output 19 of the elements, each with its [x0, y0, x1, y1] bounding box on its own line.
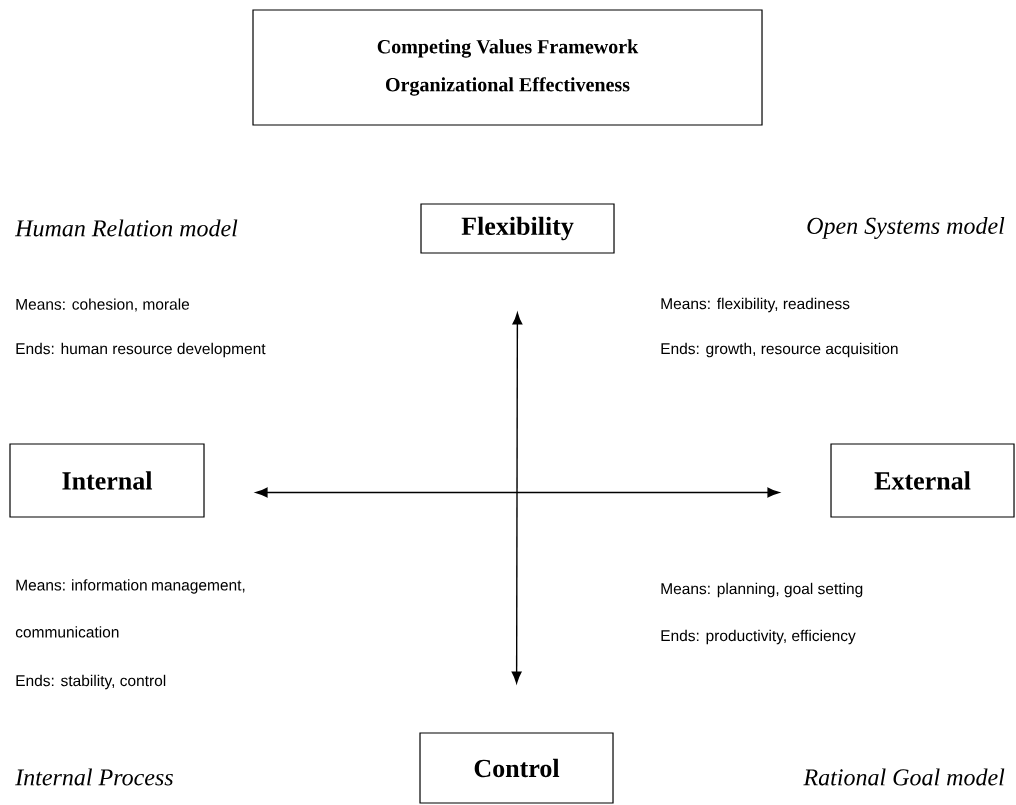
quadrant-text: Means: information management, communication: [15, 579, 245, 638]
model-label: Human Relation model: [14, 219, 238, 237]
axis-box: Control: [419, 732, 614, 804]
arrow: [255, 487, 780, 498]
arrow: [511, 312, 523, 684]
quadrant-text: Ends: productivity, efficiency: [661, 629, 856, 645]
quadrant-text: Ends: stability, control: [16, 674, 166, 690]
quadrant-text: Ends: growth, resource acquisition: [661, 342, 898, 358]
quadrant-text: Ends: human resource development: [16, 342, 266, 358]
axis-box: Flexibility: [420, 203, 615, 254]
axis-box: External: [830, 443, 1015, 518]
model-label: Open Systems model: [807, 217, 1005, 239]
title-box: Competing Values Framework Organizational Effectiveness: [252, 9, 763, 126]
model-label: Internal Process: [15, 768, 173, 786]
axis-box: Internal: [9, 443, 205, 518]
quadrant-text: Means: flexibility, readiness: [661, 297, 850, 313]
model-label: Rational Goal model: [803, 768, 1005, 786]
quadrant-text: Means: cohesion, morale: [16, 298, 190, 312]
quadrant-text: Means: planning, goal setting: [661, 582, 863, 598]
